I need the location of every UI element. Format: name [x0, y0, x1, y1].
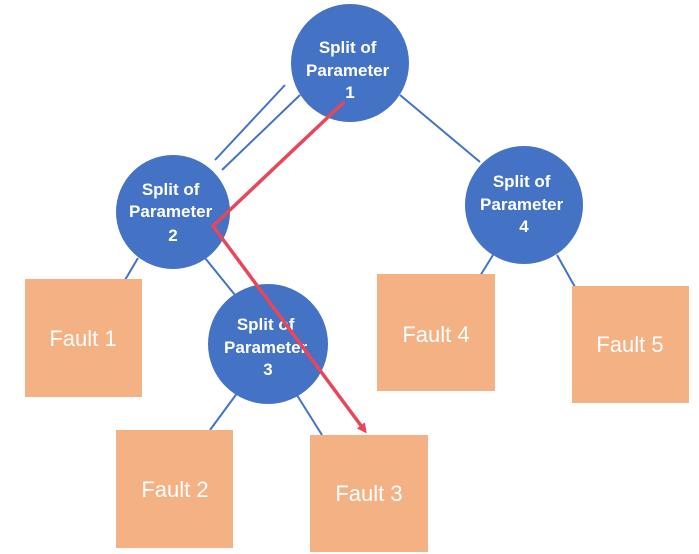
svg-text:Split of Parameter: Split of Parameter 2 — [129, 180, 217, 245]
split-node-2-circle — [116, 155, 230, 269]
tree-edges — [124, 84, 576, 436]
edge-split3-fault2 — [209, 391, 239, 431]
edge-split2-split3 — [204, 257, 236, 296]
fault-leaf-1-label: Fault 1 — [49, 326, 116, 351]
fault-leaf-4: Fault 4 — [377, 274, 495, 391]
fault-leaf-5-label: Fault 5 — [596, 332, 663, 357]
split-node-3-line-1: Split of — [237, 315, 295, 334]
split-node-1-circle — [291, 4, 409, 122]
split-node-4-line-1: Split of — [493, 172, 551, 191]
svg-text:Split of Parameter: Split of Parameter 4 — [480, 172, 568, 236]
split-node-1-line-3: 1 — [345, 83, 354, 102]
edge-split4-fault5 — [556, 254, 576, 288]
split-node-2: Split of Parameter 2 — [116, 155, 230, 269]
split-node-3-line-3: 3 — [263, 360, 272, 379]
edge-split3-fault3 — [294, 391, 323, 436]
split-node-3-circle — [208, 284, 328, 404]
svg-text:Split of Parameter: Split of Parameter 1 — [306, 38, 394, 102]
fault-leaf-5: Fault 5 — [572, 286, 689, 403]
split-node-4-line-3: 4 — [519, 217, 529, 236]
split-node-4-circle — [465, 146, 583, 264]
fault-leaf-3-label: Fault 3 — [335, 481, 402, 506]
split-node-3: Split of Parameter 3 — [208, 284, 328, 404]
split-node-1: Split of Parameter 1 — [291, 4, 409, 122]
fault-leaf-1-box — [25, 279, 142, 397]
fault-leaf-3: Fault 3 — [310, 435, 428, 552]
fault-leaf-2: Fault 2 — [116, 430, 233, 548]
split-node-2-line-1: Split of — [142, 180, 200, 199]
split-node-1-line-1: Split of — [319, 38, 377, 57]
split-node-2-line-2: Parameter — [129, 202, 213, 221]
split-node-4: Split of Parameter 4 — [465, 146, 583, 264]
edge-split2-fault1 — [124, 257, 139, 281]
edge-split1-split2 — [221, 94, 301, 171]
fault-leaf-1: Fault 1 — [25, 279, 142, 397]
split-node-4-line-2: Parameter — [480, 195, 564, 214]
fault-leaf-4-label: Fault 4 — [402, 322, 469, 347]
fault-leaf-5-box — [572, 286, 689, 403]
svg-text:Split of Parameter: Split of Parameter 3 — [224, 315, 312, 379]
split-node-3-line-2: Parameter — [224, 338, 308, 357]
split-node-1-line-2: Parameter — [306, 61, 390, 80]
decision-path-arrow — [210, 100, 367, 434]
fault-leaf-2-box — [116, 430, 233, 548]
split-node-2-line-3: 2 — [168, 226, 177, 245]
fault-leaf-3-box — [310, 435, 428, 552]
edge-split4-fault4 — [479, 254, 494, 277]
edge-split1-split2-outer — [214, 84, 286, 161]
fault-leaf-4-box — [377, 274, 495, 391]
fault-leaf-2-label: Fault 2 — [141, 477, 208, 502]
edge-split1-split4 — [399, 94, 481, 163]
